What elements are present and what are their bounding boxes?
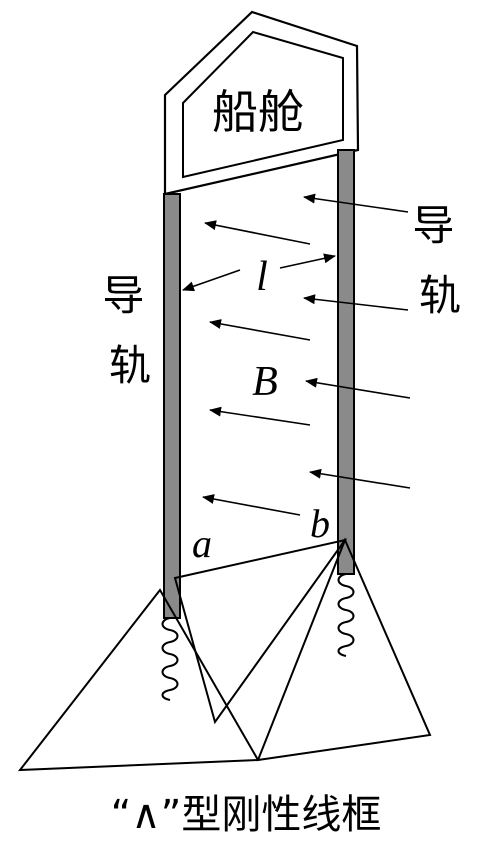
rail-right <box>337 149 355 575</box>
caption: “∧”型刚性线框 <box>111 792 382 838</box>
cabin: 船舱 <box>163 10 360 196</box>
field-arrow <box>209 406 311 426</box>
rail-right-char-2: 轨 <box>419 271 461 320</box>
rail-left-char-2: 轨 <box>109 341 151 390</box>
length-arrow-right <box>279 253 336 269</box>
point-a-label: a <box>192 521 212 566</box>
spring-left <box>161 617 179 701</box>
cabin-label: 船舱 <box>212 85 304 139</box>
field-arrow <box>202 494 301 516</box>
rail-left-char-1: 导 <box>102 271 144 320</box>
rail-right-label: 导 轨 <box>412 201 467 320</box>
spring-right <box>337 573 355 657</box>
rail-left-label: 导 轨 <box>102 271 157 390</box>
field-arrow <box>209 319 311 341</box>
point-b-label: b <box>310 501 330 546</box>
frame-right-triangle <box>17 588 260 772</box>
length-dimension <box>182 253 336 292</box>
field-arrow <box>305 377 411 399</box>
field-label: B <box>252 359 278 405</box>
field-arrow <box>303 294 409 311</box>
frame-right-face <box>256 537 432 762</box>
length-label: l <box>256 254 268 300</box>
cabin-inner-frame <box>182 30 344 179</box>
field-arrow <box>303 193 409 213</box>
rail-left <box>163 193 181 619</box>
length-arrow-left <box>182 269 241 292</box>
frame-left-triangle <box>173 538 348 725</box>
lambda-frame <box>17 537 432 772</box>
field-arrow <box>204 220 311 245</box>
field-arrow <box>309 468 411 489</box>
field-arrows <box>202 193 411 516</box>
rail-right-char-1: 导 <box>412 201 454 250</box>
